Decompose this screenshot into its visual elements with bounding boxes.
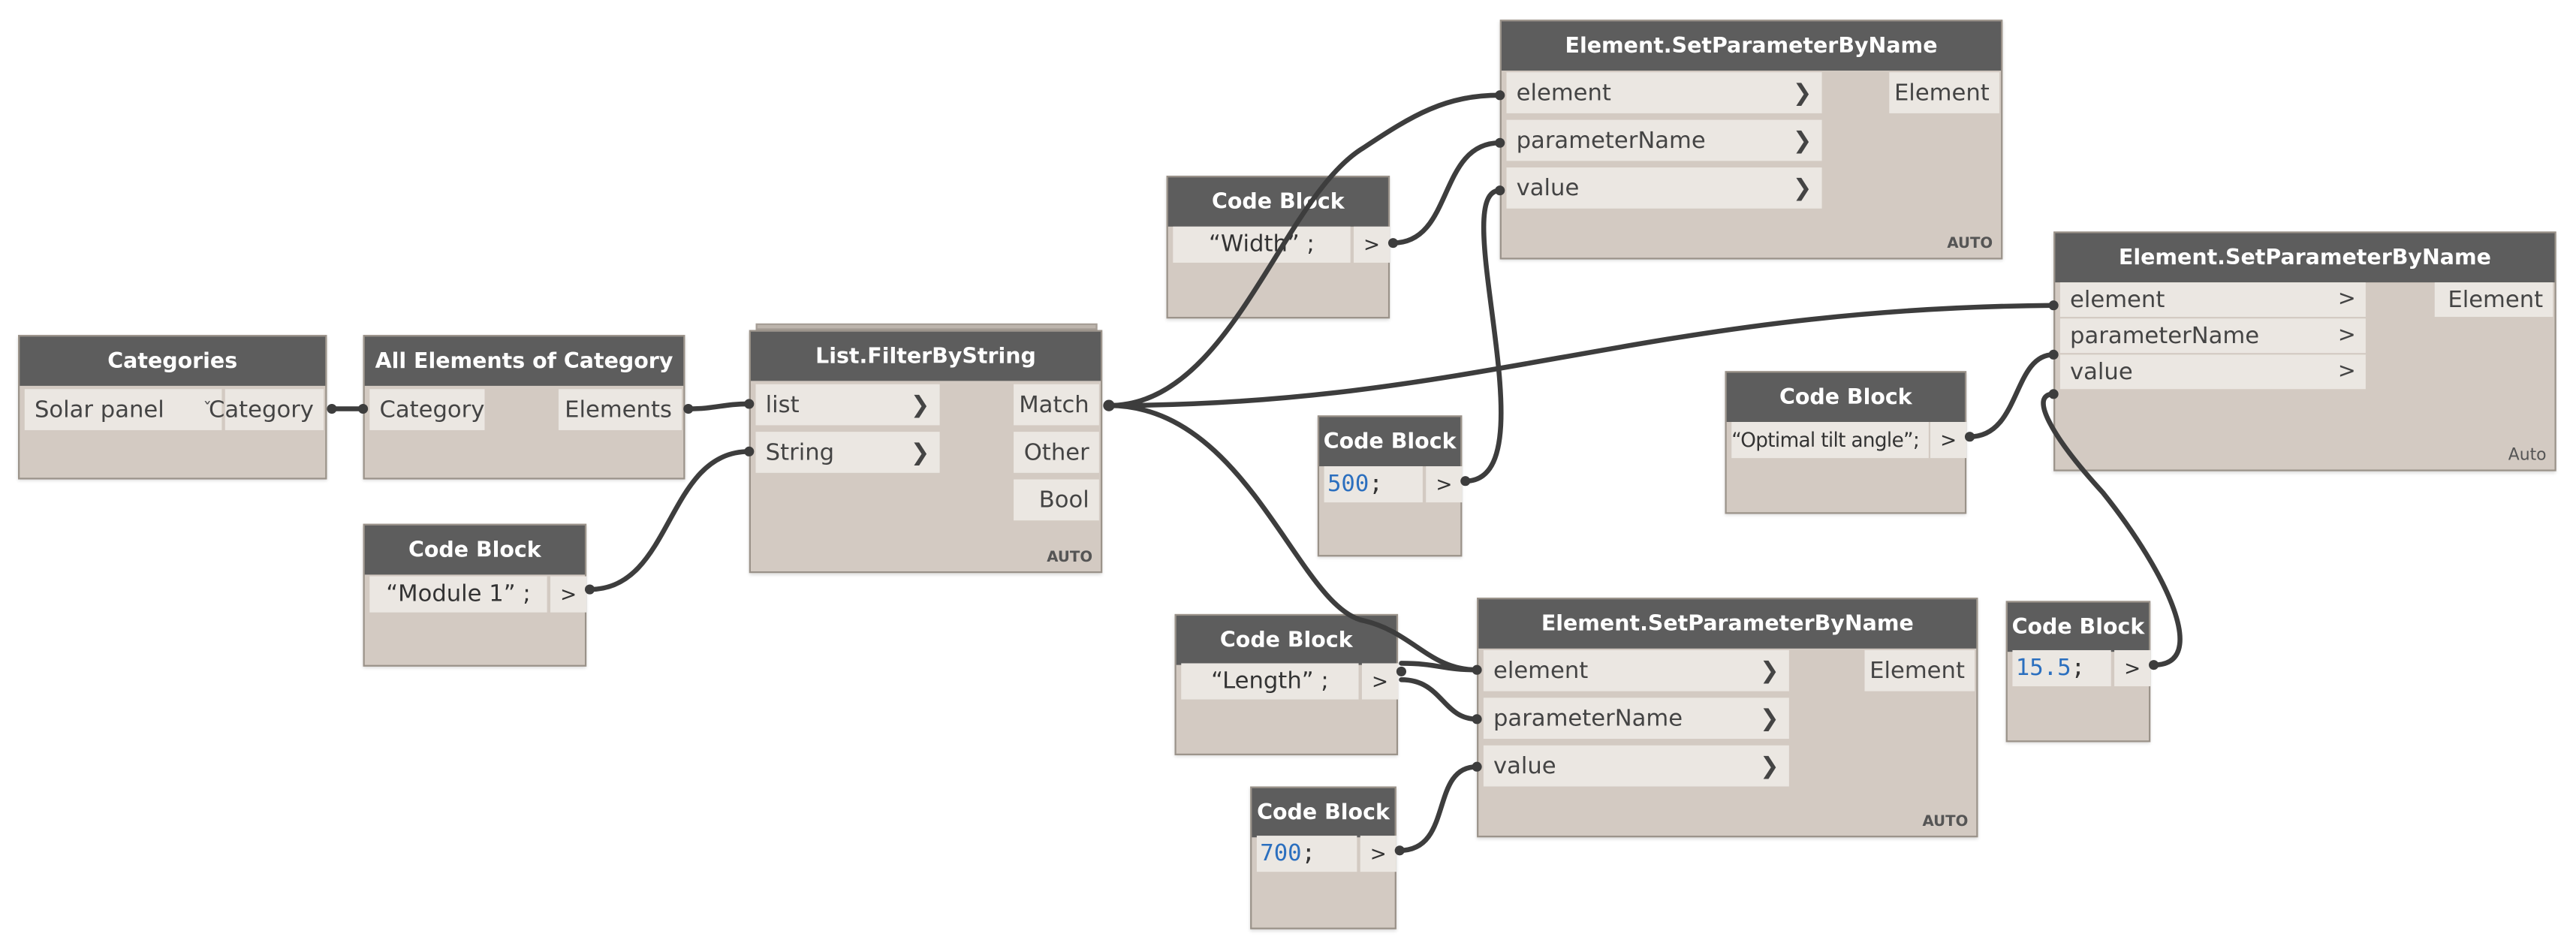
chevron-right-icon: > [2337,287,2356,312]
chevron-right-icon: ❯ [1760,705,1779,732]
input-port-element[interactable]: element ❯ [1483,649,1789,691]
input-port-element[interactable]: element ❯ [1506,72,1822,113]
code-editor[interactable]: “Module 1” ; [369,576,547,613]
chevron-right-icon: > [2337,323,2356,348]
input-port-value[interactable]: value ❯ [1483,745,1789,787]
node-title[interactable]: All Elements of Category [364,336,684,386]
dropdown-value: Solar panel [34,396,164,423]
output-port[interactable]: > [1360,836,1396,872]
node-title[interactable]: Element.SetParameterByName [1501,21,2002,71]
code-editor[interactable]: 700; [1256,836,1357,872]
node-set-parameter-by-name-3[interactable]: Element.SetParameterByName element > par… [2053,231,2556,471]
input-port-category[interactable]: Category [369,389,485,430]
port-dot [327,403,337,414]
node-title[interactable]: Code Block [1176,616,1396,665]
lacing-label[interactable]: AUTO [1047,550,1093,567]
node-title[interactable]: Code Block [1319,417,1461,467]
node-code-block-width[interactable]: Code Block “Width” ; > [1166,175,1390,319]
code-editor[interactable]: “Optimal tilt angle”; [1731,422,1929,459]
input-port-element[interactable]: element > [2059,282,2366,318]
code-editor[interactable]: “Length” ; [1181,663,1359,700]
output-port[interactable]: > [550,576,587,613]
node-all-elements-of-category[interactable]: All Elements of Category Category Elemen… [363,335,685,480]
chevron-right-icon: ❯ [910,438,930,465]
node-title[interactable]: Code Block [2007,602,2150,652]
node-stack-edge [755,323,1098,330]
node-code-block-module[interactable]: Code Block “Module 1” ; > [363,523,587,667]
input-port-value[interactable]: value > [2059,354,2366,390]
port-dot [1103,399,1115,411]
code-editor[interactable]: “Width” ; [1173,226,1351,263]
input-port-value[interactable]: value ❯ [1506,167,1822,209]
input-port-parameter-name[interactable]: parameterName ❯ [1506,119,1822,161]
output-port-bool[interactable]: Bool [1014,479,1099,521]
node-title[interactable]: Element.SetParameterByName [2055,233,2555,283]
output-port-element[interactable]: Element [1864,649,1975,691]
output-port[interactable]: > [1930,422,1967,459]
node-set-parameter-by-name-1[interactable]: Element.SetParameterByName element ❯ par… [1499,20,2003,260]
node-title[interactable]: Categories [20,336,326,386]
chevron-right-icon: ❯ [1792,127,1812,154]
output-port-element[interactable]: Element [2434,282,2553,318]
node-code-block-tilt[interactable]: Code Block “Optimal tilt angle”; > [1725,371,1967,514]
lacing-label[interactable]: AUTO [1922,814,1969,831]
output-port[interactable]: > [1353,226,1390,263]
wire-length-to-element[interactable] [1399,661,1480,673]
input-port-parameter-name[interactable]: parameterName > [2059,318,2366,354]
lacing-label[interactable]: Auto [2508,446,2547,465]
node-title[interactable]: List.FilterByString [750,331,1101,381]
wire-500-to-value[interactable] [1463,188,1504,484]
chevron-down-icon: ˇ [203,399,212,420]
output-port-other[interactable]: Other [1014,432,1099,473]
output-port[interactable]: > [1426,466,1463,503]
wire-length-to-parameter-name[interactable] [1399,677,1480,722]
node-code-block-500[interactable]: Code Block 500; > [1317,415,1463,557]
node-title[interactable]: Element.SetParameterByName [1478,599,1977,649]
node-set-parameter-by-name-2[interactable]: Element.SetParameterByName element ❯ par… [1477,597,1978,838]
node-code-block-700[interactable]: Code Block 700; > [1250,786,1396,929]
input-port-list[interactable]: list ❯ [755,384,940,426]
output-port[interactable]: > [1361,663,1399,700]
output-port[interactable]: > [2114,649,2151,687]
node-title[interactable]: Code Block [1167,177,1388,227]
node-title[interactable]: Code Block [364,525,585,575]
category-dropdown[interactable]: Solar panel ˇ [24,389,222,430]
output-port-category[interactable]: Category [209,389,324,430]
chevron-right-icon: ❯ [1792,174,1812,201]
output-port-match[interactable]: Match [1014,384,1099,426]
code-editor[interactable]: 500; [1324,466,1423,503]
lacing-label[interactable]: AUTO [1947,236,1993,253]
node-title[interactable]: Code Block [1252,788,1395,838]
node-code-block-length[interactable]: Code Block “Length” ; > [1174,613,1399,755]
chevron-right-icon: ❯ [1792,80,1812,107]
chevron-right-icon: ❯ [1760,657,1779,684]
wire-elements-to-filter-list[interactable] [685,401,752,411]
node-list-filter-by-string[interactable]: List.FilterByString list ❯ String ❯ Matc… [749,330,1103,574]
output-port-element[interactable]: Element [1889,72,1999,113]
chevron-right-icon: ❯ [910,391,930,418]
node-code-block-15-5[interactable]: Code Block 15.5; > [2005,601,2151,743]
input-port-parameter-name[interactable]: parameterName ❯ [1483,697,1789,740]
node-title[interactable]: Code Block [1726,372,1965,423]
chevron-right-icon: > [2337,359,2356,384]
wire-tilt-to-parameter-name[interactable] [1967,352,2056,439]
wire-width-to-parameter-name[interactable] [1390,140,1503,246]
input-port-string[interactable]: String ❯ [755,432,940,473]
wire-700-to-value[interactable] [1396,764,1480,854]
code-editor[interactable]: 15.5; [2012,649,2111,687]
output-port-elements[interactable]: Elements [558,389,682,430]
chevron-right-icon: ❯ [1760,752,1779,779]
node-categories[interactable]: Categories Solar panel ˇ Category [18,335,327,480]
